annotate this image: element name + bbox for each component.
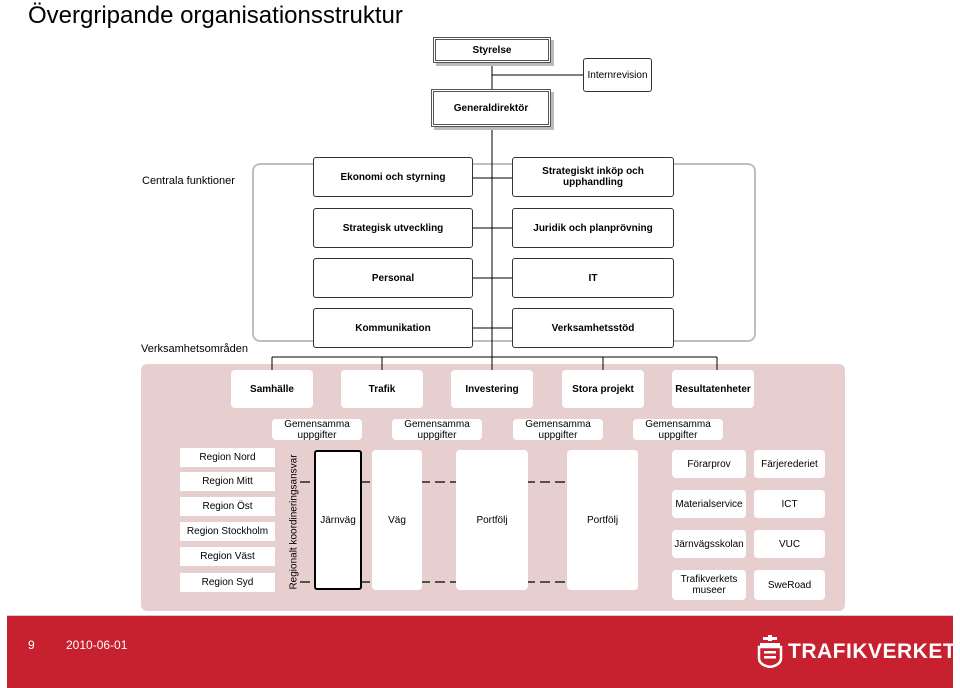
column-label: Portfölj [586, 514, 619, 526]
result-unit-label: Järnvägsskolan [674, 538, 744, 550]
central-function-box[interactable]: Strategiskt inköp och upphandling [512, 157, 674, 197]
central-function-label: Strategiskt inköp och upphandling [542, 166, 644, 188]
result-unit-label: SweRoad [767, 579, 812, 591]
shared-tasks-label: Gemensamma uppgifter [525, 418, 591, 441]
director-box[interactable]: Generaldirektör [431, 89, 551, 127]
central-functions-label: Centrala funktioner [142, 175, 235, 187]
business-area-label: Stora projekt [572, 383, 634, 395]
business-area-label: Samhälle [250, 383, 294, 395]
result-unit-label: Färjerederiet [761, 458, 818, 470]
page-title: Övergripande organisationsstruktur [28, 2, 403, 29]
central-function-box[interactable]: Verksamhetsstöd [512, 308, 674, 348]
regional-coordination-text: Regionalt koordineringsansvar [288, 453, 300, 590]
result-unit-label: VUC [778, 538, 801, 550]
result-unit-box[interactable]: Färjerederiet [754, 450, 825, 478]
region-box[interactable]: Region Väst [180, 547, 275, 566]
shared-tasks-box: Gemensamma uppgifter [272, 418, 362, 441]
business-area-label: Trafik [368, 383, 396, 395]
business-area-box[interactable]: Samhälle [231, 370, 313, 408]
result-unit-box[interactable]: Trafikverkets museer [672, 570, 746, 600]
central-function-label: Juridik och planprövning [533, 222, 653, 234]
result-unit-label: Förarprov [687, 458, 731, 470]
result-unit-label: Materialservice [675, 498, 743, 510]
region-box[interactable]: Region Syd [180, 573, 275, 592]
central-function-box[interactable]: Kommunikation [313, 308, 473, 348]
column-label: Portfölj [476, 514, 508, 526]
central-function-box[interactable]: Juridik och planprövning [512, 208, 674, 248]
column-label: Järnväg [320, 514, 356, 526]
central-function-label: Ekonomi och styrning [340, 171, 446, 183]
central-function-label: Verksamhetsstöd [551, 322, 635, 334]
trafikverket-logo-icon [757, 635, 783, 668]
director-label: Generaldirektör [453, 102, 529, 114]
regional-coordination-label: Regionalt koordineringsansvar [284, 454, 304, 589]
shared-tasks-box: Gemensamma uppgifter [633, 418, 723, 441]
central-function-box[interactable]: Personal [313, 258, 473, 298]
result-unit-box[interactable]: ICT [754, 490, 825, 518]
business-area-box[interactable]: Investering [451, 370, 533, 408]
central-function-box[interactable]: Strategisk utveckling [313, 208, 473, 248]
result-unit-box[interactable]: Förarprov [672, 450, 746, 478]
footer-date: 2010-06-01 [66, 638, 128, 652]
board-box[interactable]: Styrelse [433, 37, 551, 63]
region-box[interactable]: Region Öst [180, 497, 275, 516]
central-function-label: Personal [371, 272, 415, 284]
column-portfolio[interactable]: Portfölj [567, 450, 638, 590]
shared-tasks-label: Gemensamma uppgifter [284, 418, 350, 441]
result-unit-box[interactable]: VUC [754, 530, 825, 558]
result-unit-box[interactable]: SweRoad [754, 570, 825, 600]
central-function-label: Kommunikation [355, 322, 431, 334]
central-function-box[interactable]: IT [512, 258, 674, 298]
central-function-label: Strategisk utveckling [342, 222, 444, 234]
column-label: Väg [388, 514, 406, 526]
business-area-box[interactable]: Trafik [341, 370, 423, 408]
business-areas-label: Verksamhetsområden [141, 343, 248, 355]
audit-box[interactable]: Internrevision [583, 58, 652, 92]
region-box[interactable]: Region Nord [180, 448, 275, 467]
region-label: Region Syd [201, 577, 254, 588]
footer-bar [7, 616, 953, 688]
result-unit-box[interactable]: Järnvägsskolan [672, 530, 746, 558]
central-function-box[interactable]: Ekonomi och styrning [313, 157, 473, 197]
region-label: Region Mitt [202, 476, 253, 487]
region-label: Region Nord [199, 452, 256, 463]
business-area-label: Investering [465, 383, 519, 395]
region-box[interactable]: Region Mitt [180, 472, 275, 491]
result-unit-label: ICT [781, 498, 798, 510]
board-label: Styrelse [472, 44, 512, 56]
audit-label: Internrevision [587, 69, 648, 81]
column-railway[interactable]: Järnväg [314, 450, 362, 590]
shared-tasks-box: Gemensamma uppgifter [392, 418, 482, 441]
footer-divider [7, 615, 953, 616]
result-unit-box[interactable]: Materialservice [672, 490, 746, 518]
shared-tasks-label: Gemensamma uppgifter [404, 418, 470, 441]
region-label: Region Stockholm [186, 526, 269, 537]
region-label: Region Väst [200, 551, 255, 562]
region-label: Region Öst [202, 501, 253, 512]
central-function-label: IT [588, 272, 598, 284]
region-box[interactable]: Region Stockholm [180, 522, 275, 541]
column-road[interactable]: Väg [372, 450, 422, 590]
business-area-box[interactable]: Resultatenheter [672, 370, 754, 408]
page-number: 9 [28, 638, 35, 652]
column-portfolio[interactable]: Portfölj [456, 450, 528, 590]
shared-tasks-box: Gemensamma uppgifter [513, 418, 603, 441]
result-unit-label: Trafikverkets museer [680, 574, 738, 596]
shared-tasks-label: Gemensamma uppgifter [645, 418, 711, 441]
business-area-label: Resultatenheter [675, 383, 751, 395]
brand-name: TRAFIKVERKET [788, 640, 957, 663]
business-area-box[interactable]: Stora projekt [562, 370, 644, 408]
